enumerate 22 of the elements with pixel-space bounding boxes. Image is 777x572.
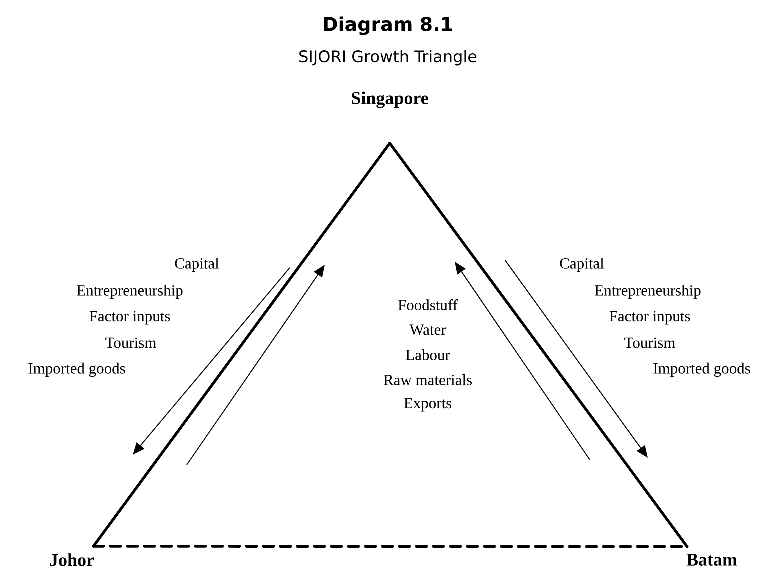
flow-label: Foodstuff	[398, 299, 458, 311]
flow-label: Imported goods	[28, 362, 126, 378]
flow-label: Entrepreneurship	[595, 284, 701, 299]
flow-label: Factor inputs	[90, 311, 170, 325]
place-name: Johor	[50, 554, 94, 566]
flow-label: Water	[410, 324, 446, 336]
place-name: Singapore	[352, 92, 428, 108]
triangle-side	[388, 142, 689, 548]
flow-label: Tourism	[624, 338, 676, 348]
flow-label: Capital	[175, 258, 220, 272]
triangle-side	[92, 142, 392, 548]
flow-label: Entrepreneurship	[77, 284, 183, 299]
flow-label: Tourism	[106, 338, 156, 348]
flow-label: Factor inputs	[610, 311, 690, 325]
flow-label: Labour	[406, 350, 450, 360]
flow-label: Exports	[404, 398, 452, 412]
flow-label: Capital	[560, 258, 604, 272]
title: Diagram 8.1	[324, 16, 452, 36]
subtitle: SIJORI Growth Triangle	[300, 50, 477, 66]
flow-label: Imported goods	[654, 362, 750, 378]
flow-label: Raw materials	[384, 374, 472, 386]
place-name: Batam	[686, 554, 738, 566]
